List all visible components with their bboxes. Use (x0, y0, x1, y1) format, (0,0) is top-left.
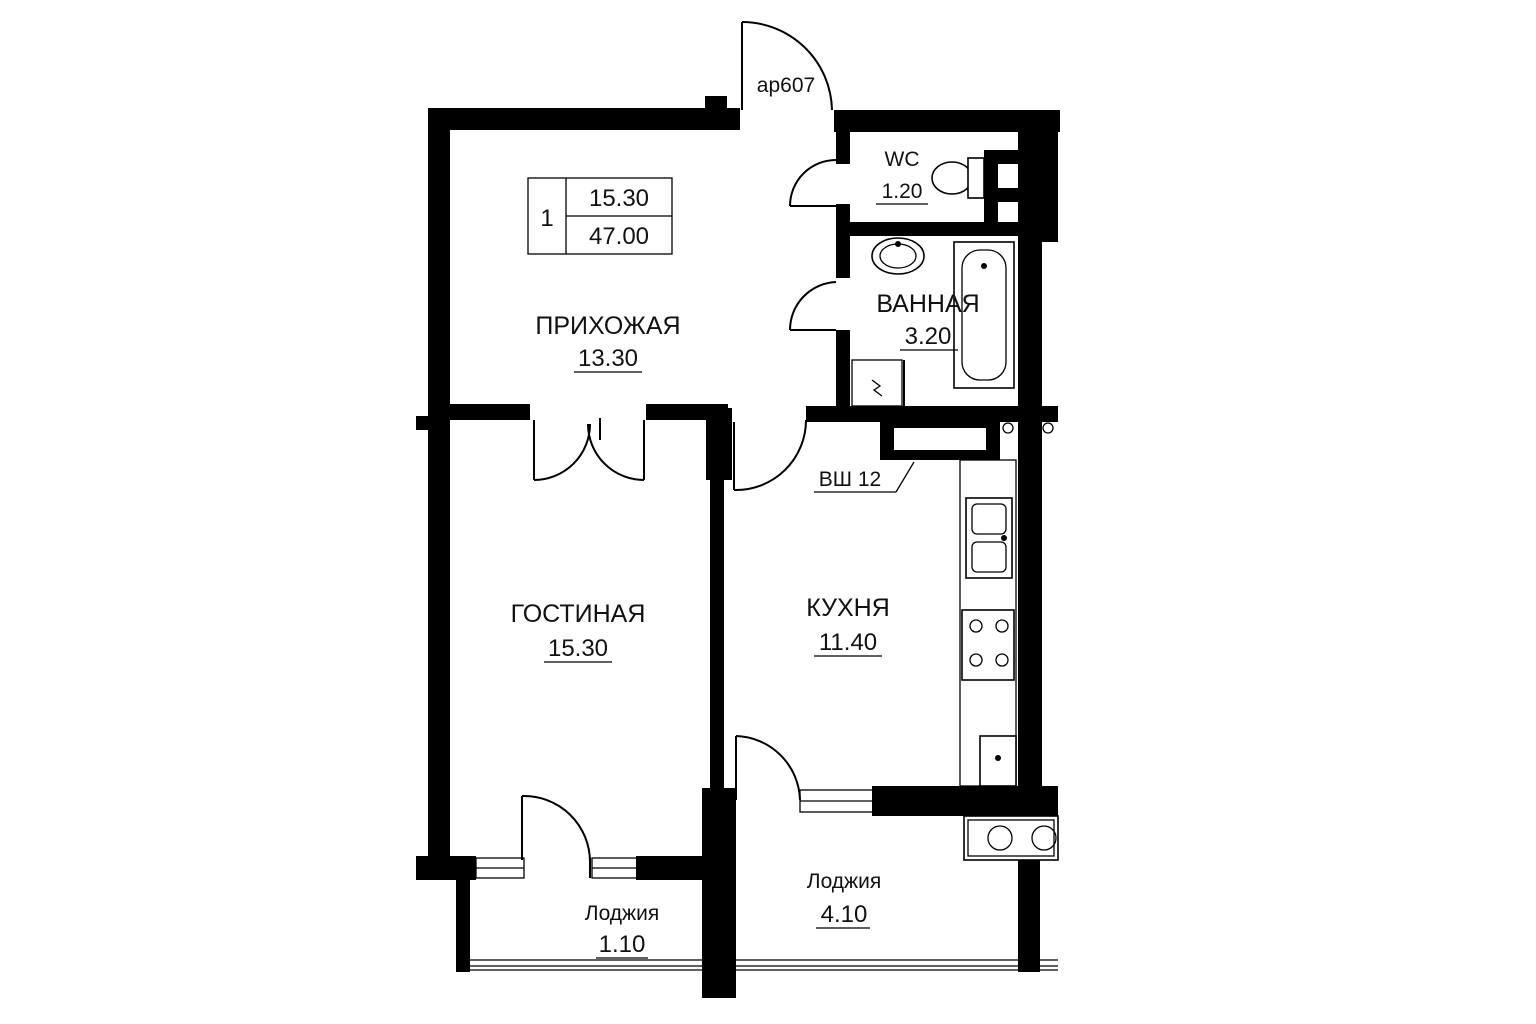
room-name-living-room: ГОСТИНАЯ (511, 600, 646, 628)
doors (521, 21, 837, 878)
room-name-wc: WC (885, 148, 920, 171)
shaft-label: ВШ 12 (819, 468, 881, 491)
ac-unit-icon (963, 815, 1059, 861)
room-labels: ПРИХОЖАЯ 13.30 WC 1.20 ВАННАЯ 3.20 ГОСТИ… (511, 148, 980, 959)
room-area-living-room: 15.30 (548, 635, 608, 662)
total-area-value: 47.00 (589, 223, 649, 250)
room-name-loggia-small: Лоджия (585, 902, 659, 925)
apartment-number: 1 (540, 205, 553, 232)
sink-icon (871, 237, 925, 275)
windows (470, 359, 1058, 971)
room-area-loggia-large: 4.10 (821, 901, 868, 928)
shaft-leader-diagonal (895, 461, 915, 493)
walls (416, 96, 1060, 998)
entrance-code: ар607 (757, 74, 815, 97)
kitchen-sink-icon (965, 497, 1013, 579)
room-area-bathroom: 3.20 (905, 323, 952, 350)
room-name-bathroom: ВАННАЯ (876, 290, 979, 318)
bathtub-icon (953, 241, 1015, 389)
room-area-hallway: 13.30 (578, 345, 638, 372)
living-area-value: 15.30 (589, 185, 649, 212)
toilet-icon (931, 157, 985, 199)
room-area-wc: 1.20 (882, 180, 923, 203)
room-area-loggia-small: 1.10 (599, 931, 646, 958)
boiler-icon (979, 735, 1017, 787)
fixtures (431, 138, 1059, 875)
room-name-kitchen: КУХНЯ (806, 594, 890, 622)
room-name-loggia-large: Лоджия (807, 870, 881, 893)
stove-icon (961, 609, 1015, 681)
room-name-hallway: ПРИХОЖАЯ (535, 312, 680, 340)
room-area-kitchen: 11.40 (819, 629, 877, 656)
apartment-summary: 1 15.30 47.00 (527, 177, 673, 255)
